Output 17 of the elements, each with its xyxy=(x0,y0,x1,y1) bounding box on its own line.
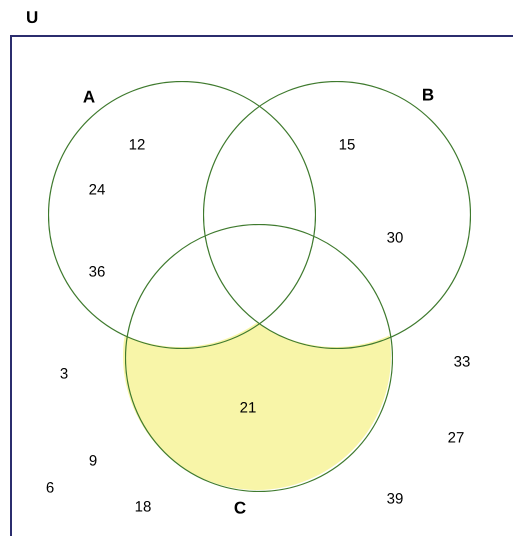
set-label: A xyxy=(82,88,96,106)
set-label: U xyxy=(26,9,38,26)
element-label: 36 xyxy=(88,264,106,280)
element-label: 12 xyxy=(128,138,146,152)
element-label: 15 xyxy=(338,138,356,152)
element-label: 39 xyxy=(386,492,404,506)
element-label: 33 xyxy=(454,354,470,370)
element-label: 9 xyxy=(88,454,98,468)
set-label: B xyxy=(422,86,434,104)
set-label: C xyxy=(234,500,246,516)
element-label: 18 xyxy=(134,500,152,514)
element-label: 24 xyxy=(88,182,106,198)
element-label: 27 xyxy=(448,430,464,446)
element-label: 6 xyxy=(46,480,54,496)
element-label: 3 xyxy=(60,366,68,382)
element-label: 30 xyxy=(386,230,404,246)
element-label: 21 xyxy=(240,400,256,416)
